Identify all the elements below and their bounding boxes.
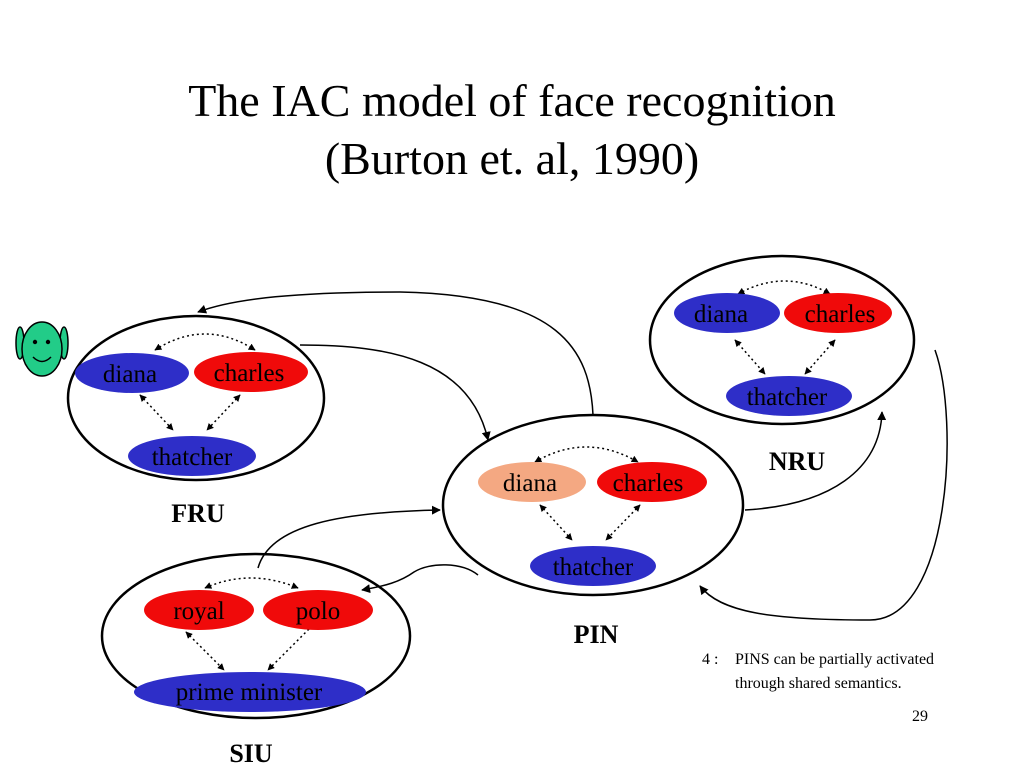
siu-node-prime-minister: prime minister <box>134 672 366 712</box>
siu-to-pin-arrow <box>257 505 441 569</box>
nru-label: NRU <box>769 447 826 476</box>
svg-text:charles: charles <box>805 301 876 328</box>
pin-to-siu-arrow <box>361 564 479 594</box>
svg-text:thatcher: thatcher <box>152 444 233 471</box>
pin-node-links <box>534 446 641 541</box>
siu-node-links <box>185 577 317 671</box>
page-number: 29 <box>912 708 928 725</box>
svg-text:thatcher: thatcher <box>747 384 828 411</box>
svg-text:diana: diana <box>694 301 748 328</box>
pin-to-nru-arrow <box>744 411 887 511</box>
nru-module <box>648 254 916 426</box>
svg-text:royal: royal <box>173 598 224 625</box>
svg-text:charles: charles <box>613 470 684 497</box>
smiley-face-icon <box>15 321 69 377</box>
footnote-line-2: through shared semantics. <box>735 675 902 692</box>
pin-label: PIN <box>574 620 619 649</box>
svg-text:prime minister: prime minister <box>176 679 323 706</box>
footnote-number: 4 : <box>702 651 719 668</box>
nru-node-thatcher: thatcher <box>726 376 852 416</box>
title-line-1: The IAC model of face recognition <box>188 75 836 126</box>
fru-node-charles: charles <box>194 352 308 392</box>
fru-module <box>66 314 326 482</box>
nru-to-pin-arrow <box>699 349 948 621</box>
svg-text:polo: polo <box>296 598 340 625</box>
pin-to-fru-arrow <box>197 291 594 416</box>
title-line-2: (Burton et. al, 1990) <box>324 133 700 184</box>
pin-node-thatcher: thatcher <box>530 546 656 586</box>
fru-to-pin-arrow <box>299 344 491 441</box>
svg-text:diana: diana <box>503 470 557 497</box>
siu-node-polo: polo <box>263 590 373 630</box>
svg-text:diana: diana <box>103 361 157 388</box>
fru-node-thatcher: thatcher <box>128 436 256 476</box>
svg-text:charles: charles <box>214 360 285 387</box>
footnote-line-1: PINS can be partially activated <box>735 651 935 668</box>
fru-label: FRU <box>171 499 225 528</box>
slide-title: The IAC model of face recognition (Burto… <box>0 72 1024 188</box>
fru-node-links <box>139 333 256 431</box>
pin-node-diana: diana <box>478 462 586 502</box>
siu-module <box>100 552 412 720</box>
fru-node-diana: diana <box>75 353 189 393</box>
nru-node-diana: diana <box>674 293 780 333</box>
siu-node-royal: royal <box>144 590 254 630</box>
nru-node-charles: charles <box>784 293 892 333</box>
svg-text:thatcher: thatcher <box>553 554 634 581</box>
nru-node-links <box>734 280 836 375</box>
pin-node-charles: charles <box>597 462 707 502</box>
siu-label: SIU <box>229 739 273 768</box>
